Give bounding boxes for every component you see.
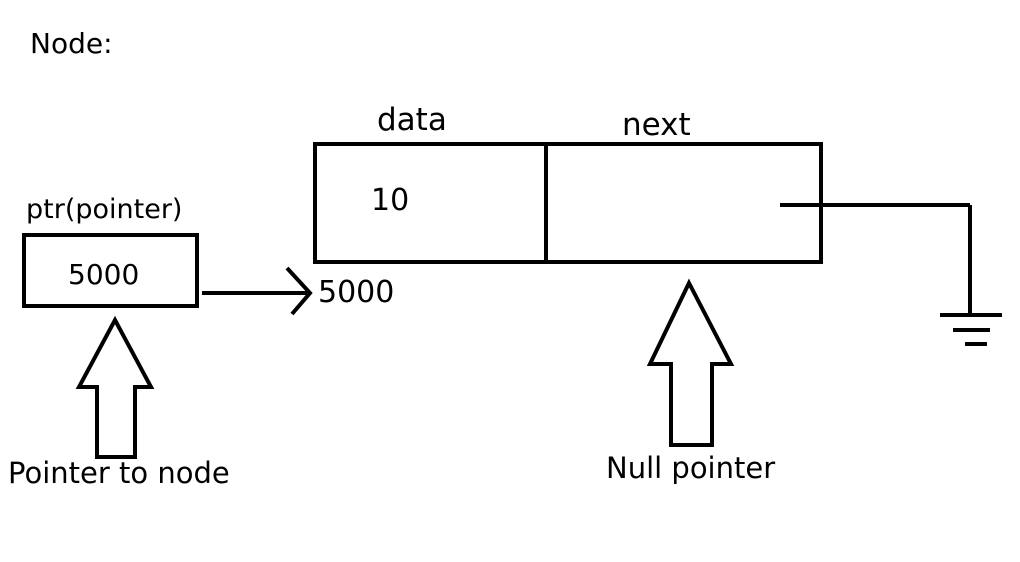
pointer-value: 5000	[68, 258, 140, 291]
data-field-label: data	[377, 102, 447, 138]
up-arrow-icon-null	[646, 278, 735, 447]
pointer-label: ptr(pointer)	[26, 194, 183, 225]
pointer-to-node-arrow	[202, 266, 313, 316]
pointer-caption: Pointer to node	[8, 456, 230, 490]
null-link-line	[780, 203, 972, 315]
data-field-value: 10	[371, 183, 410, 218]
null-pointer-caption: Null pointer	[606, 451, 776, 485]
pointer-box	[22, 233, 199, 308]
diagram-title: Node:	[30, 27, 113, 60]
node-address: 5000	[318, 275, 395, 310]
ground-null-icon	[940, 313, 1002, 346]
next-field-label: next	[622, 107, 691, 143]
up-arrow-icon-pointer	[75, 315, 155, 459]
